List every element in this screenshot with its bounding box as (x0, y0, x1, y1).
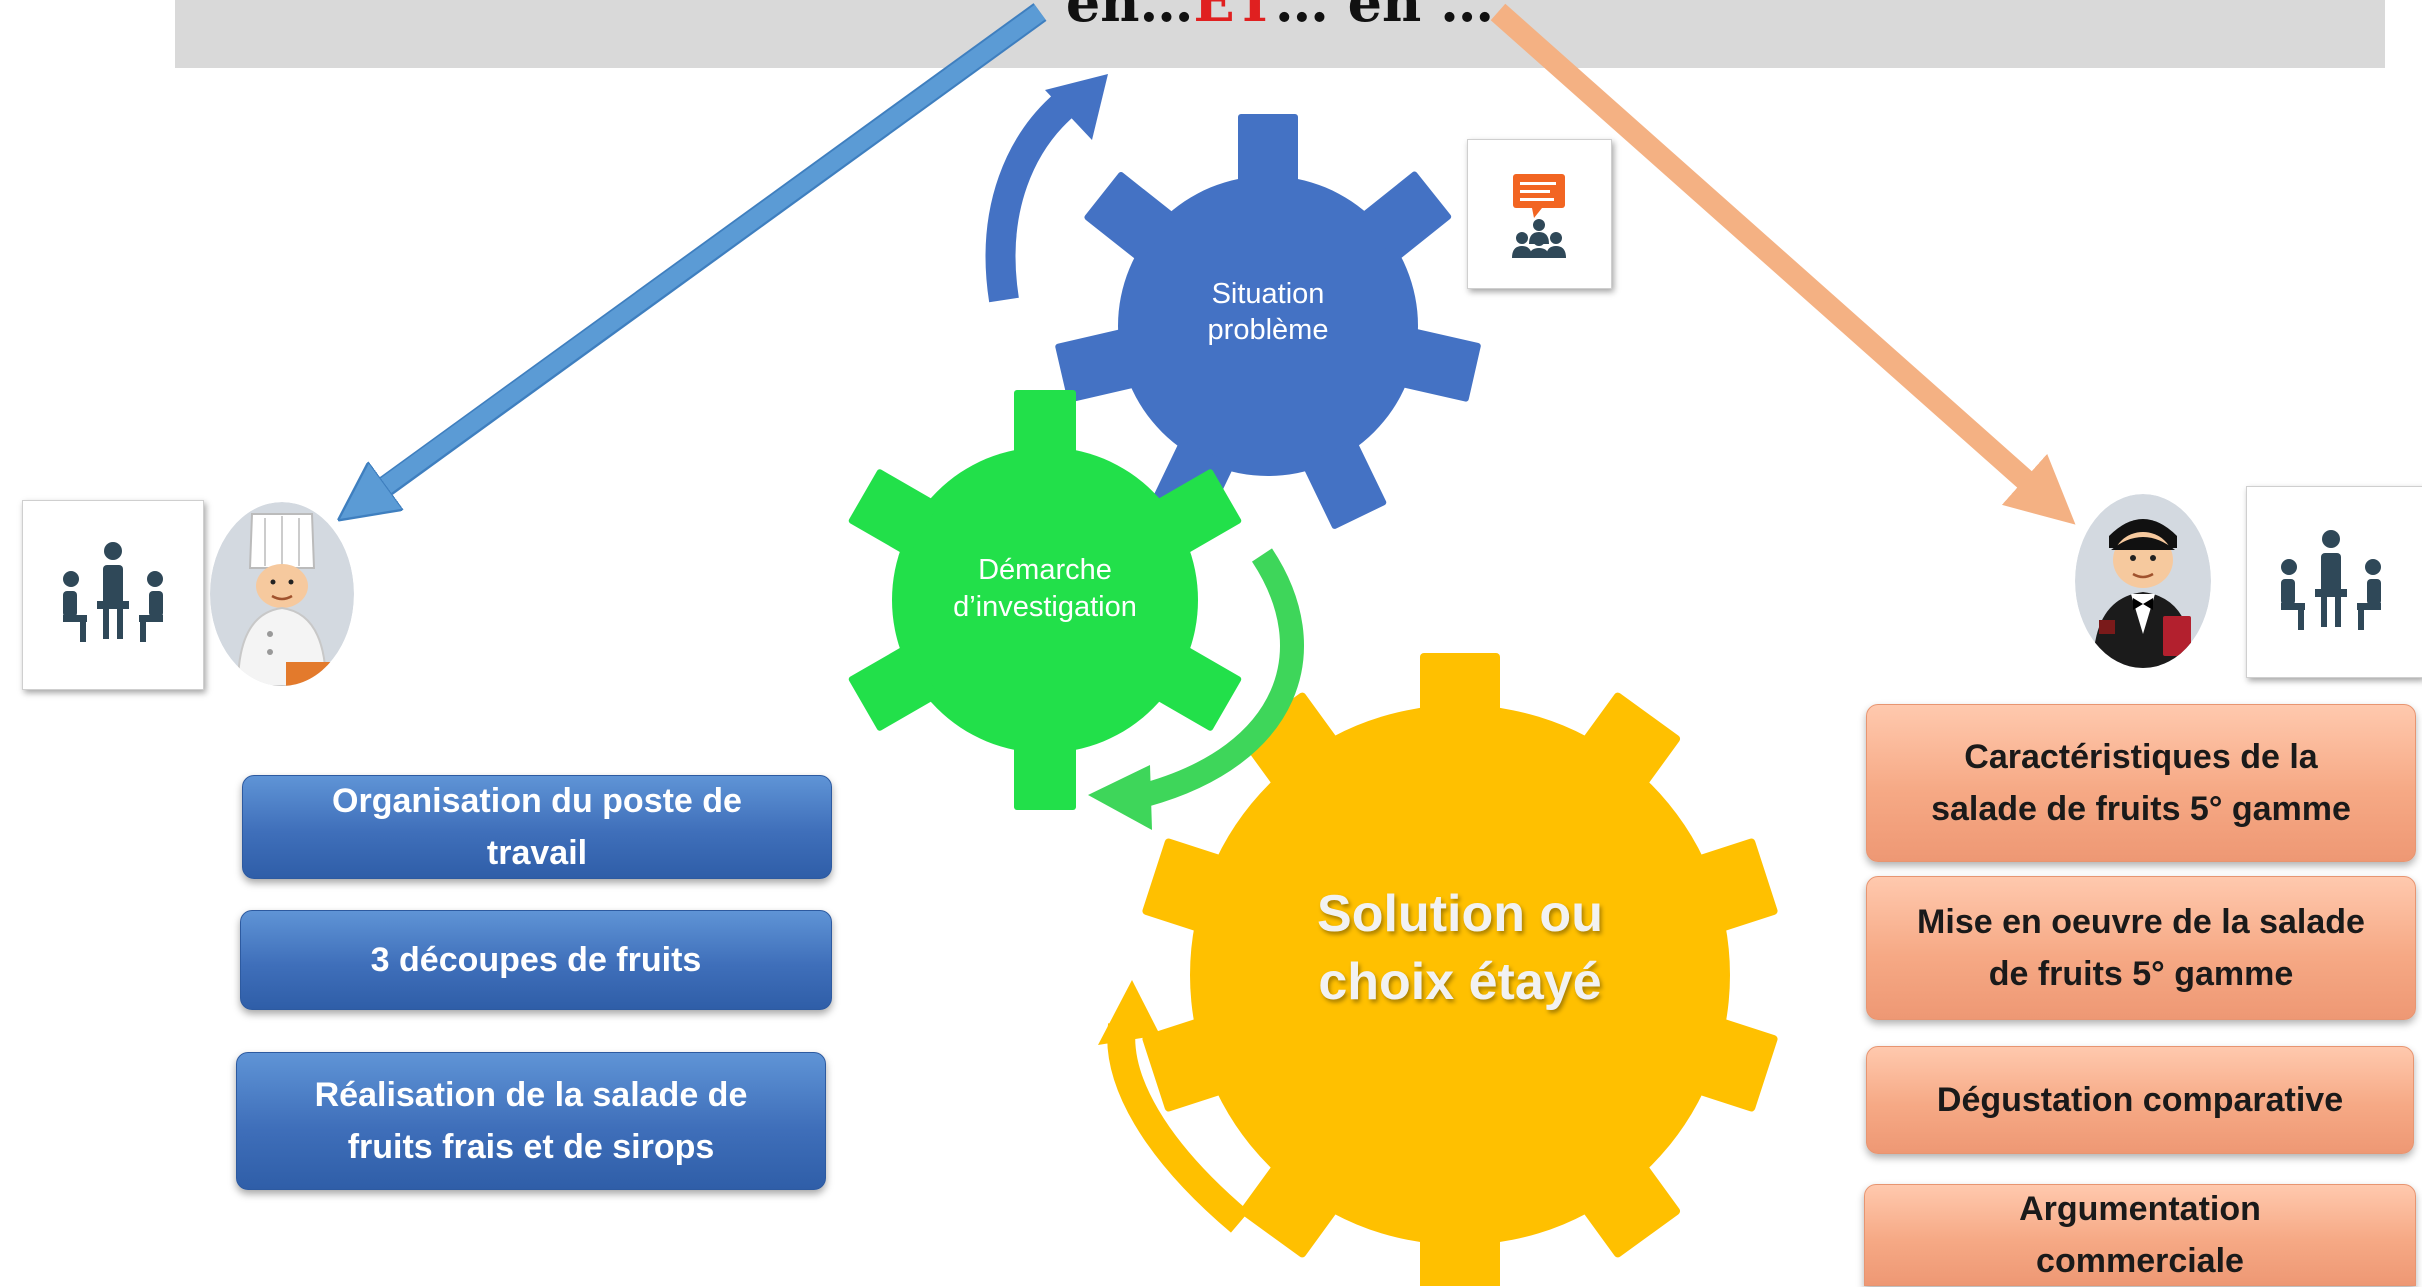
mise-en-oeuvre-line2: de fruits 5° gamme (1988, 955, 2294, 993)
title-part-1: en… (1065, 0, 1194, 34)
chef-avatar (210, 502, 354, 686)
degustation-button[interactable]: Dégustation comparative (1866, 1046, 2414, 1154)
gear-label-demarche-line2: d’investigation (953, 591, 1137, 623)
gear-label-demarche-line1: Démarche (978, 554, 1112, 586)
title-banner: en…ET… en … (175, 0, 2385, 68)
presentation-meeting-icon (1512, 174, 1566, 258)
team-icon-card-left (22, 500, 204, 690)
degustation-label: Dégustation comparative (1936, 1081, 2344, 1119)
caracteristiques-line1: Caractéristiques de la (1964, 738, 2318, 776)
yellow-gear (1142, 653, 1778, 1286)
blue-cycle-arrow (985, 74, 1108, 303)
banner-title: en…ET… en … (175, 0, 2385, 34)
team-meeting-icon (63, 542, 163, 642)
argumentation-line2: commerciale (2036, 1242, 2244, 1280)
gear-label-situation-line2: problème (1207, 314, 1329, 346)
gear-label-solution-line1: Solution ou (1317, 885, 1603, 943)
organisation-poste-line1: Organisation du poste de (332, 782, 742, 820)
realisation-salade-line2: fruits frais et de sirops (347, 1128, 715, 1166)
orange-arrow (1490, 3, 2076, 525)
team-icon-card-right (2246, 486, 2422, 678)
gear-label-solution-line2: choix étayé (1318, 953, 1602, 1011)
title-highlight: ET (1193, 0, 1275, 34)
blue-arrow (362, 4, 1046, 503)
organisation-poste-button[interactable]: Organisation du poste de travail (242, 775, 832, 879)
gear-label-situation: Situation problème (1168, 276, 1368, 348)
gear-label-demarche: Démarche d’investigation (925, 552, 1165, 626)
decoupes-fruits-button[interactable]: 3 découpes de fruits (240, 910, 832, 1010)
argumentation-button[interactable]: Argumentation commerciale (1864, 1184, 2416, 1286)
realisation-salade-button[interactable]: Réalisation de la salade de fruits frais… (236, 1052, 826, 1190)
yellow-cycle-arrow (1098, 980, 1250, 1233)
team-meeting-icon (2281, 530, 2381, 630)
green-cycle-arrow (1088, 548, 1304, 830)
realisation-salade-line1: Réalisation de la salade de (314, 1076, 748, 1114)
gear-label-solution: Solution ou choix étayé (1260, 880, 1660, 1016)
green-gear (848, 390, 1242, 810)
organisation-poste-line2: travail (486, 834, 588, 872)
mise-en-oeuvre-button[interactable]: Mise en oeuvre de la salade de fruits 5°… (1866, 876, 2416, 1020)
decoupes-fruits-label: 3 découpes de fruits (370, 941, 702, 979)
title-part-2: … en … (1274, 0, 1495, 34)
waiter-avatar (2075, 494, 2211, 668)
caracteristiques-line2: salade de fruits 5° gamme (1931, 790, 2351, 828)
caracteristiques-button[interactable]: Caractéristiques de la salade de fruits … (1866, 704, 2416, 862)
argumentation-line1: Argumentation (2019, 1190, 2261, 1228)
mise-en-oeuvre-line1: Mise en oeuvre de la salade (1917, 903, 2365, 941)
gear-label-situation-line1: Situation (1211, 278, 1325, 310)
presentation-icon-card (1467, 139, 1612, 289)
